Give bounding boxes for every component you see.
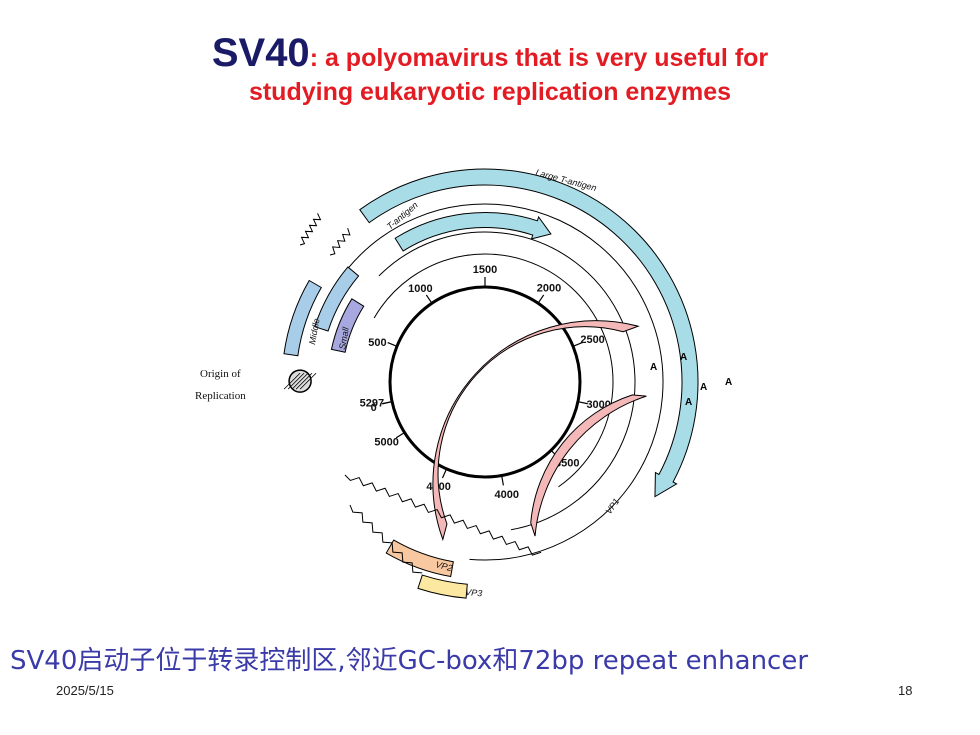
tick-mark bbox=[441, 467, 448, 479]
transcript-line bbox=[373, 253, 614, 488]
tick-label: 5297 bbox=[360, 397, 384, 409]
tick-label: 0 bbox=[371, 402, 377, 414]
tick-mark bbox=[387, 342, 399, 348]
gene-label-vp2: VP2 bbox=[434, 559, 453, 573]
vp1-band bbox=[432, 320, 640, 542]
origin-hatch bbox=[283, 372, 301, 390]
tick-label: 4000 bbox=[495, 489, 519, 501]
polya-label: A bbox=[700, 382, 707, 393]
title-line2: studying eukaryotic replication enzymes bbox=[248, 78, 732, 106]
polya-label: A bbox=[650, 362, 657, 373]
middle-t-band bbox=[283, 279, 323, 357]
tick-mark bbox=[395, 431, 406, 439]
transcript-line bbox=[348, 203, 664, 561]
origin-hatch bbox=[299, 372, 317, 390]
title-rest: : a polyomavirus that is very useful for bbox=[309, 44, 769, 72]
vp2-band bbox=[385, 539, 454, 578]
origin-label-1: Origin of bbox=[200, 368, 241, 380]
polya-label: A bbox=[680, 352, 687, 363]
gene-label-small: Small bbox=[337, 325, 351, 350]
polya-label: A bbox=[685, 397, 692, 408]
middle-band bbox=[314, 266, 360, 332]
splice-zigzag-3 bbox=[344, 474, 542, 556]
caption: SV40启动子位于转录控制区,邻近GC-box和72bp repeat enha… bbox=[10, 646, 809, 676]
tick-label: 500 bbox=[368, 337, 386, 349]
gene-label-middle: Middle bbox=[307, 317, 321, 345]
slide-date: 2025/5/15 bbox=[56, 683, 114, 698]
origin-hatch bbox=[287, 372, 305, 390]
polya-label: A bbox=[725, 377, 732, 388]
origin-label-2: Replication bbox=[195, 390, 246, 402]
transcript-line bbox=[378, 231, 636, 531]
tick-mark bbox=[425, 294, 433, 305]
vp3-band bbox=[417, 574, 468, 599]
tick-label: 1500 bbox=[473, 264, 497, 276]
tick-label: 2000 bbox=[537, 282, 561, 294]
tick-label: 2500 bbox=[580, 334, 604, 346]
large-t-antigen-band bbox=[359, 168, 699, 498]
sv40-genome-map: 1500200010002500500300052970500035004500… bbox=[195, 167, 732, 599]
splice-zigzag-2 bbox=[329, 227, 351, 256]
tick-mark bbox=[382, 400, 394, 405]
small-t-antigen-band bbox=[394, 212, 552, 252]
tick-mark bbox=[576, 400, 588, 405]
tick-mark bbox=[571, 342, 583, 348]
splice-zigzag-1 bbox=[299, 213, 322, 246]
tick-mark bbox=[537, 294, 545, 305]
origin-hatch bbox=[291, 372, 309, 390]
gene-label-vp3: VP3 bbox=[465, 587, 483, 598]
tick-label: 5000 bbox=[374, 436, 398, 448]
slide-title: SV40: a polyomavirus that is very useful… bbox=[0, 30, 980, 107]
tick-label: 1000 bbox=[408, 283, 432, 295]
vp1-band-dummy bbox=[530, 394, 647, 537]
genome-circle bbox=[388, 285, 582, 479]
title-main: SV40 bbox=[211, 31, 310, 75]
page-number: 18 bbox=[898, 683, 913, 698]
small-band bbox=[330, 298, 365, 353]
tick-mark bbox=[500, 474, 504, 486]
splice-zigzag-4 bbox=[349, 504, 423, 574]
origin-hatch bbox=[295, 372, 313, 390]
